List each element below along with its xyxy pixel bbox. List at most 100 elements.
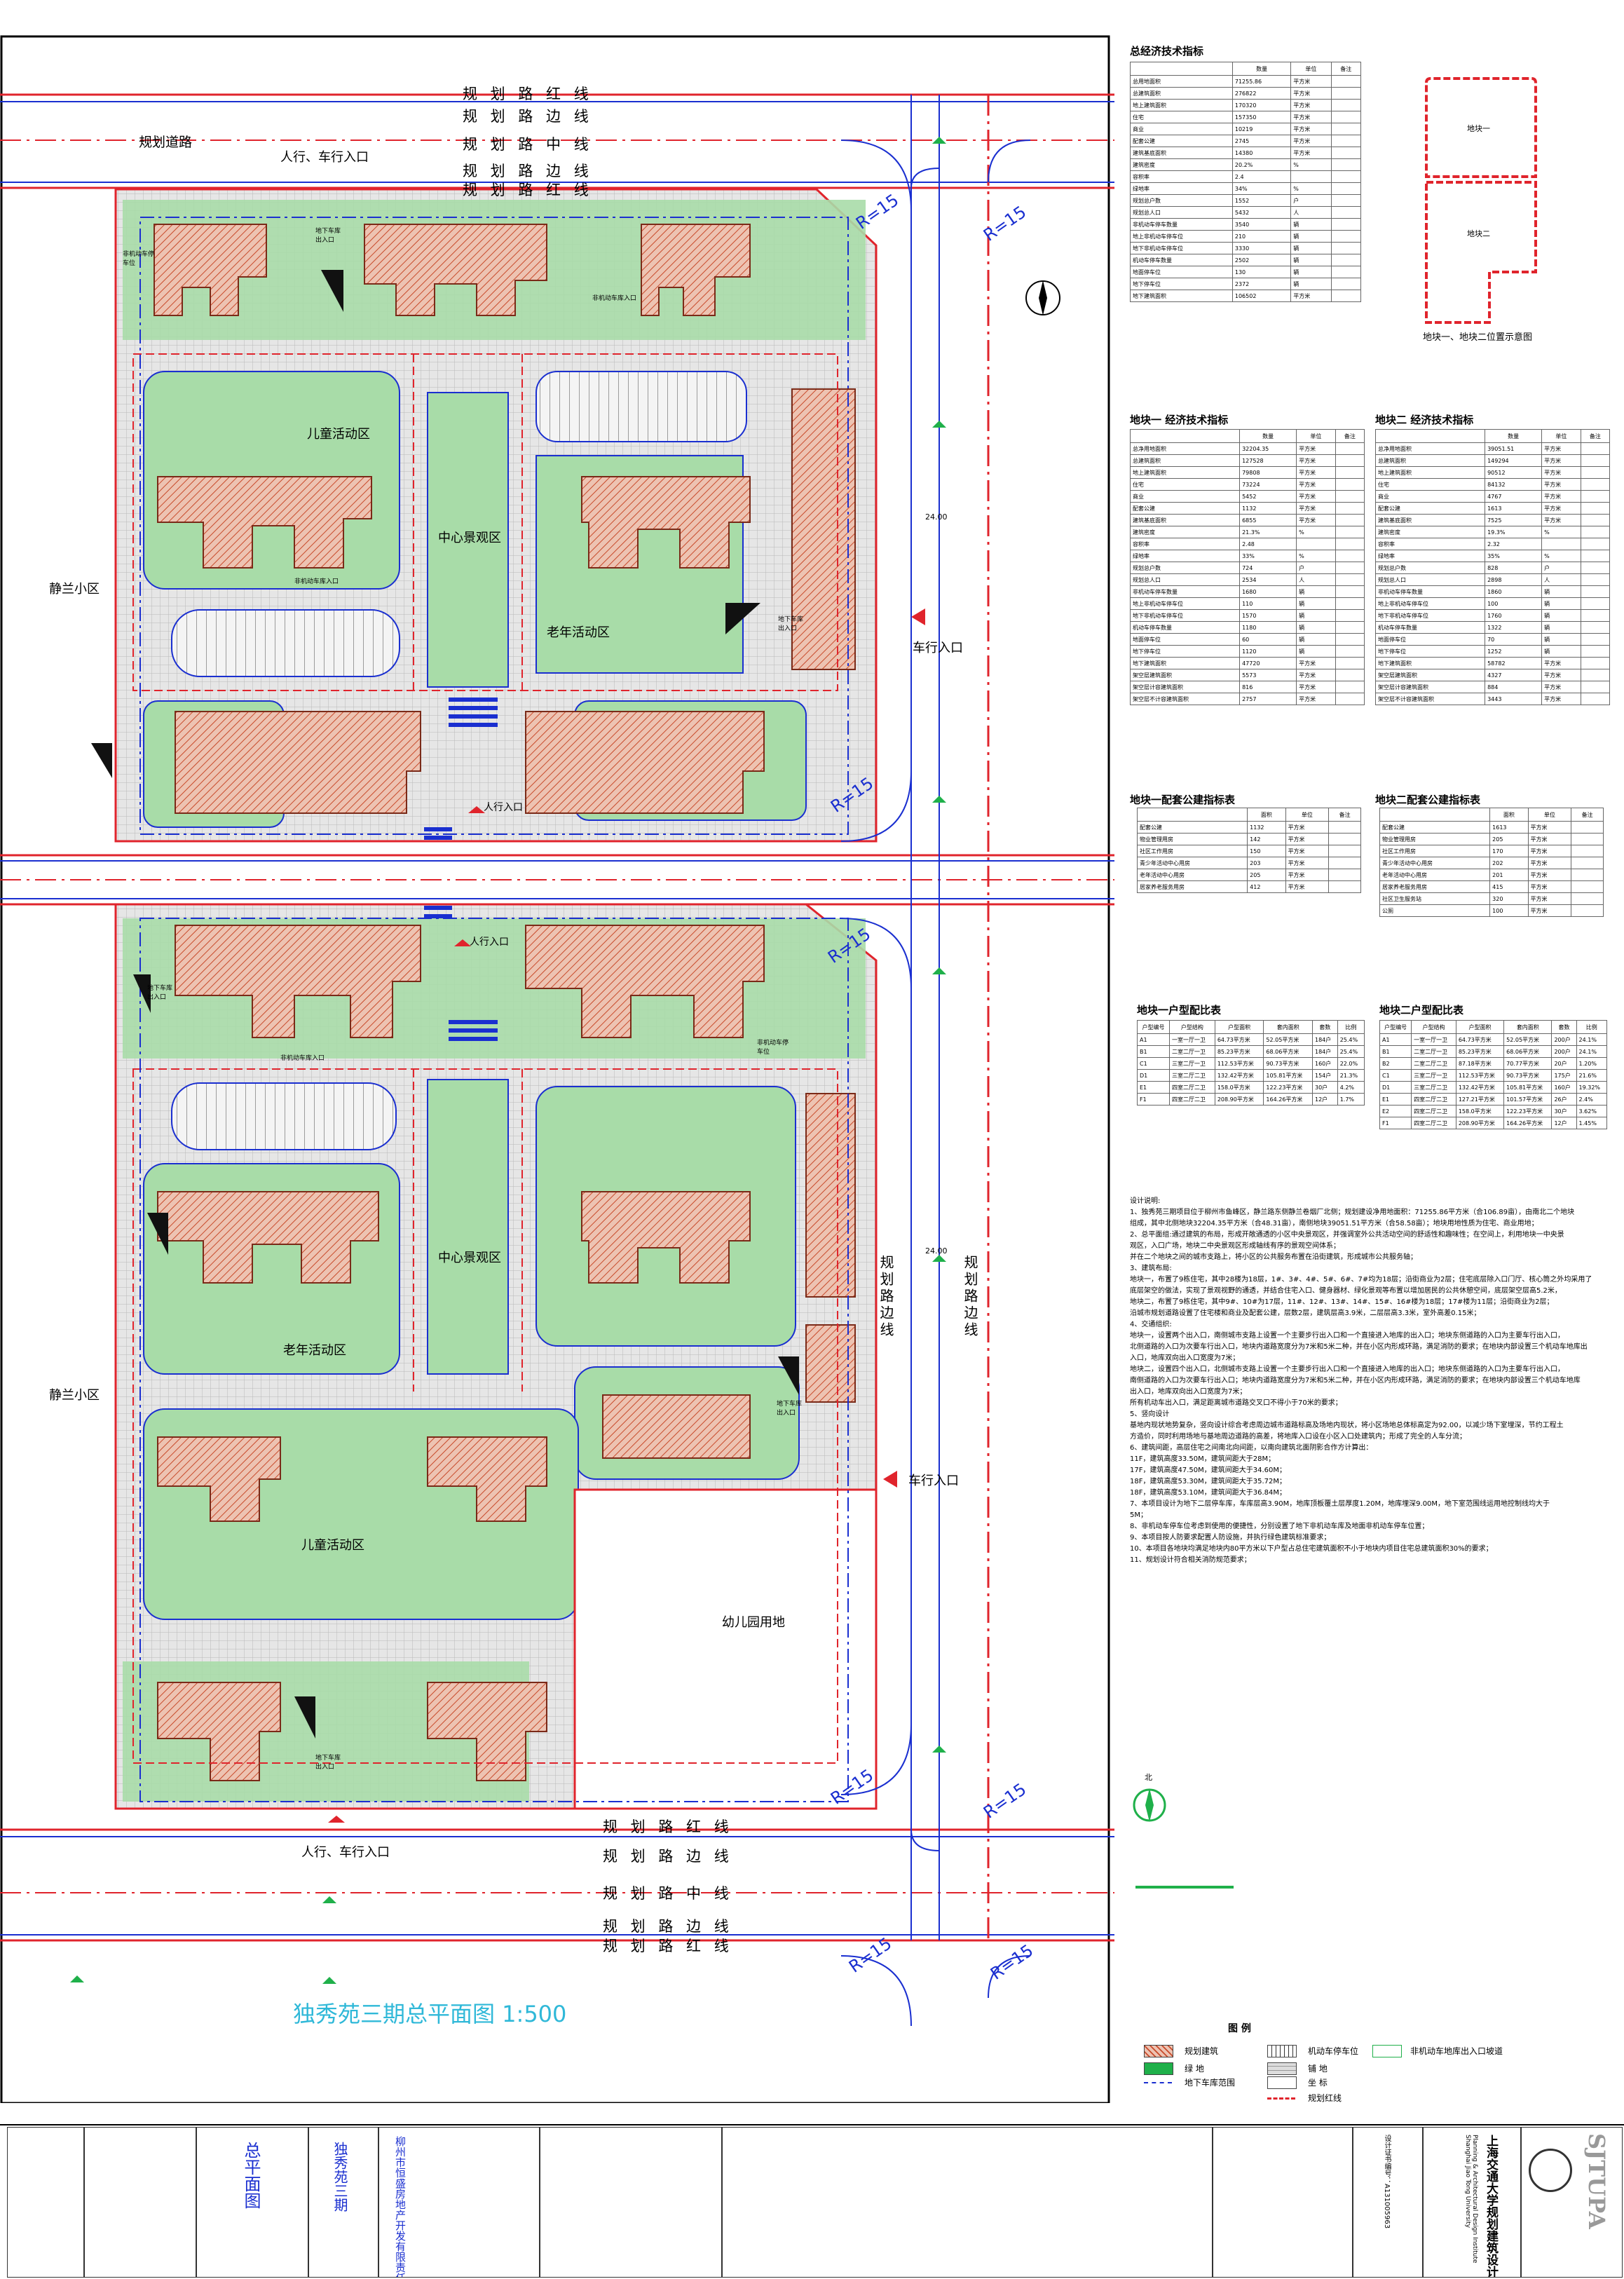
table-cell: 平方米 [1527, 892, 1572, 905]
table-cell: 1180 [1239, 621, 1297, 634]
table-cell [1328, 869, 1361, 881]
table-cell: 105.81平方米 [1263, 1069, 1313, 1082]
note-line: 出入口，地库双向出入口宽度为7米； [1130, 1388, 1247, 1396]
table-cell: 平方米 [1527, 880, 1572, 893]
table-cell [1580, 609, 1611, 622]
table-cell: 平方米 [1296, 502, 1336, 515]
table-cell [1328, 880, 1361, 893]
table-cell [1580, 478, 1611, 491]
table-cell: 19.3% [1485, 526, 1543, 538]
table-cell: 64.73平方米 [1455, 1033, 1505, 1046]
table-cell: E1 [1379, 1093, 1412, 1106]
table-cell [1571, 880, 1604, 893]
tb-cell-project: 独秀苑三期 [308, 2127, 378, 2278]
nonmotor-entry-label-3: 非机动车库入口 [280, 1055, 325, 1062]
table-cell: 平方米 [1285, 845, 1330, 857]
table-cell: 建筑基底面积 [1374, 514, 1486, 526]
dim-24-2: 24.00 [925, 1246, 948, 1256]
table-header-cell: 数量 [1485, 429, 1543, 443]
tb-client: 柳州市恒盛房地产开发有限责任公司 [394, 2136, 407, 2278]
table-cell: 商业 [1374, 490, 1486, 503]
table-cell: 184户 [1312, 1045, 1338, 1058]
table-cell: 164.26平方米 [1263, 1093, 1313, 1106]
legend-paving: 铺 地 [1308, 2064, 1328, 2074]
table-header-cell: 备注 [1580, 429, 1611, 443]
table-cell: 商业 [1130, 123, 1233, 135]
table-cell: 地面停车位 [1129, 633, 1241, 646]
table-cell: 19.32% [1576, 1081, 1608, 1094]
plot1-outline [1425, 77, 1537, 178]
table-cell: 201 [1489, 869, 1529, 881]
plot2-outline [1425, 181, 1537, 324]
note-line: 6、建筑间距，高层住宅之间南北向间距，以南向建筑北面阴影合作方计算出： [1130, 1444, 1373, 1452]
legend-ramp: 非机动车地库出入口坡道 [1410, 2046, 1503, 2056]
table-cell: 175户 [1551, 1069, 1577, 1082]
north-arrow: 北 [1132, 1773, 1167, 1840]
table-cell: 平方米 [1541, 490, 1581, 503]
table-cell [1330, 111, 1362, 123]
table-header-cell: 单位 [1285, 808, 1330, 822]
table-cell: 非机动车停车数量 [1374, 585, 1486, 598]
table-cell: 规划总人口 [1130, 206, 1233, 219]
table-cell: 地上建筑面积 [1129, 466, 1241, 479]
table-cell: 机动车停车数量 [1374, 621, 1486, 634]
table-header-row: 数量单位备注 [1129, 429, 1365, 443]
table-cell [1328, 821, 1361, 834]
table-cell: 容积率 [1374, 538, 1486, 550]
legend-swatch-ramp [1372, 2045, 1402, 2057]
note-line: 入口，地库双向出入口宽度为7米； [1130, 1354, 1240, 1362]
table-cell [1571, 892, 1604, 905]
table-cell [1330, 182, 1362, 195]
table-cell: 平方米 [1541, 681, 1581, 693]
logo-seal [1529, 2149, 1572, 2192]
note-line: 10、本项目各地块均满足地块内80平方米以下户型占总住宅建筑面积不小于地块内项目… [1130, 1545, 1493, 1553]
table-header-cell [1374, 429, 1486, 443]
table-header-cell: 单位 [1541, 429, 1581, 443]
table-cell: 170 [1489, 845, 1529, 857]
table-cell: 101.57平方米 [1503, 1093, 1553, 1106]
table-cell: 816 [1239, 681, 1297, 693]
tb-cell-company: 上海交通大学规划建筑设计有限公司 Planning & Architectura… [1423, 2127, 1521, 2278]
table-cell: 87.18平方米 [1455, 1057, 1505, 1070]
legend-building: 规划建筑 [1185, 2046, 1219, 2056]
table-cell: 2898 [1485, 573, 1543, 586]
table-cell [1580, 562, 1611, 574]
table-cell: 辆 [1290, 266, 1332, 278]
table-cell: 平方米 [1296, 514, 1336, 526]
table-cell [1571, 821, 1604, 834]
note-line: 观区，入口广场，地块二中央景观区形成轴线有序的景观空间体系； [1130, 1242, 1340, 1250]
table-cell [1580, 657, 1611, 669]
table-cell: 容积率 [1129, 538, 1241, 550]
table-cell: 人 [1541, 573, 1581, 586]
center-line-label-top: 规 划 路 中 线 [463, 136, 593, 153]
table-cell: 85.23平方米 [1455, 1045, 1505, 1058]
table-header-row: 户型编号户型结构户型面积套内面积套数比例 [1137, 1020, 1365, 1034]
table-cell: 户 [1290, 194, 1332, 207]
table-cell [1580, 633, 1611, 646]
table-cell [1330, 75, 1362, 88]
table-header-cell: 套内面积 [1263, 1020, 1313, 1034]
table-cell: 建筑基底面积 [1130, 147, 1233, 159]
table-cell [1580, 669, 1611, 681]
table-cell: 辆 [1296, 645, 1336, 658]
table-cell [1335, 466, 1365, 479]
table-cell: 地上非机动车停车位 [1129, 597, 1241, 610]
table-header-row: 面积单位备注 [1379, 808, 1604, 822]
table-cell: 1552 [1231, 194, 1292, 207]
table-cell: 100 [1485, 597, 1543, 610]
table-cell: 2.32 [1485, 538, 1543, 550]
edge-line-label-bottom-b: 规 划 路 边 线 [603, 1918, 733, 1935]
